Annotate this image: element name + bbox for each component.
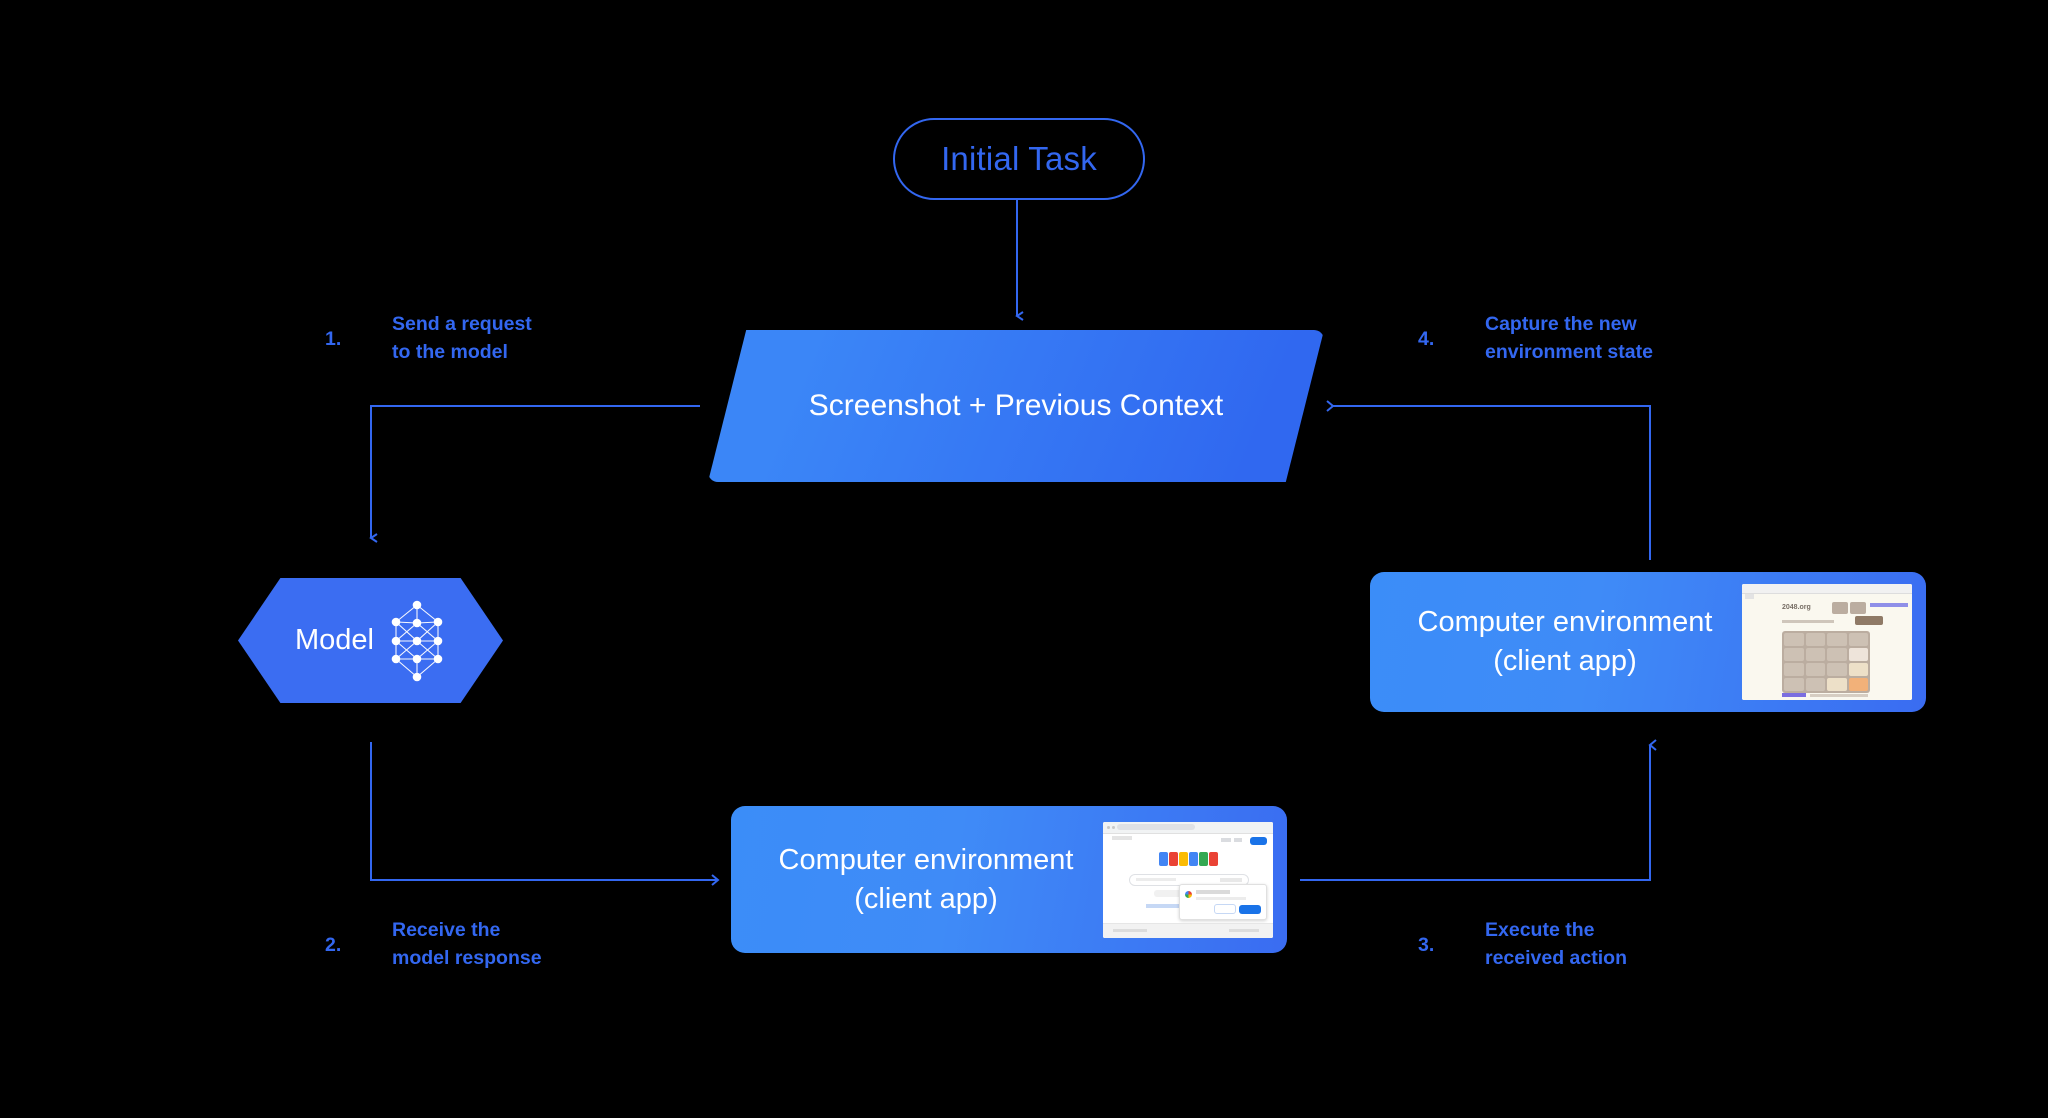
google-icon <box>1185 890 1192 898</box>
browser-bar <box>1742 584 1912 594</box>
gmail-images-links <box>1112 835 1132 840</box>
thumbnail-google-search <box>1103 821 1273 938</box>
google-logo <box>1158 851 1218 866</box>
step-text: Send a request to the model <box>392 313 532 364</box>
game-grid <box>1782 631 1870 693</box>
sign-in-button <box>1250 836 1267 845</box>
tile <box>1827 678 1847 691</box>
sign-in-dialog <box>1179 883 1267 920</box>
game-site-title: 2048.org <box>1782 604 1811 611</box>
step-label-1: 1. Send a request to the model <box>325 310 532 366</box>
top-right-links <box>1221 837 1267 845</box>
step-number: 1. <box>325 328 342 350</box>
browser-tab <box>1745 594 1754 599</box>
step-number: 2. <box>325 934 342 956</box>
back-icon <box>1107 825 1110 829</box>
header-link <box>1870 603 1908 607</box>
best-score-box <box>1850 602 1866 614</box>
step-label-2: 2. Receive the model response <box>325 916 542 972</box>
env-card-right: Computer environment (client app) 2048.o… <box>1370 572 1926 712</box>
context-node-label: Screenshot + Previous Context <box>808 389 1224 423</box>
address-bar <box>1117 824 1195 830</box>
footer-link <box>1782 693 1806 697</box>
step-text: Execute the received action <box>1485 919 1627 970</box>
dialog-primary-button <box>1239 904 1261 914</box>
tile <box>1827 663 1847 676</box>
step-number: 4. <box>1418 328 1435 350</box>
new-game-button <box>1855 616 1883 625</box>
forward-icon <box>1112 825 1115 829</box>
thumbnail-2048-game: 2048.org <box>1742 584 1912 700</box>
dialog-secondary-button <box>1214 903 1236 914</box>
tile <box>1805 663 1825 676</box>
tile <box>1848 648 1868 661</box>
tile <box>1848 663 1868 676</box>
tile <box>1784 663 1804 676</box>
tile <box>1848 633 1868 646</box>
tile <box>1827 648 1847 661</box>
score-box <box>1832 602 1848 614</box>
context-node: Screenshot + Previous Context <box>708 330 1324 482</box>
env-card-right-label: Computer environment (client app) <box>1417 606 1713 677</box>
step-label-4: 4. Capture the new environment state <box>1418 310 1653 366</box>
initial-task-node: Initial Task <box>893 118 1145 200</box>
neural-network-icon <box>391 600 443 681</box>
initial-task-label: Initial Task <box>941 140 1097 177</box>
tile <box>1848 678 1868 691</box>
step-label-3: 3. Execute the received action <box>1418 916 1627 972</box>
step-text: Receive the model response <box>392 919 542 970</box>
step-number: 3. <box>1418 934 1435 956</box>
model-node: Model <box>238 578 503 703</box>
tile <box>1784 648 1804 661</box>
model-node-label: Model <box>295 624 374 656</box>
page-footer <box>1103 922 1273 938</box>
game-subtitle <box>1782 620 1834 623</box>
env-card-bottom-label: Computer environment (client app) <box>778 843 1074 915</box>
tile <box>1805 678 1825 691</box>
step-text: Capture the new environment state <box>1485 313 1653 364</box>
tile <box>1827 633 1847 646</box>
tile <box>1784 633 1804 646</box>
tile <box>1805 633 1825 646</box>
tile <box>1784 678 1804 691</box>
tile <box>1805 648 1825 661</box>
env-card-bottom: Computer environment (client app) <box>731 806 1287 953</box>
footer-text <box>1810 694 1868 697</box>
